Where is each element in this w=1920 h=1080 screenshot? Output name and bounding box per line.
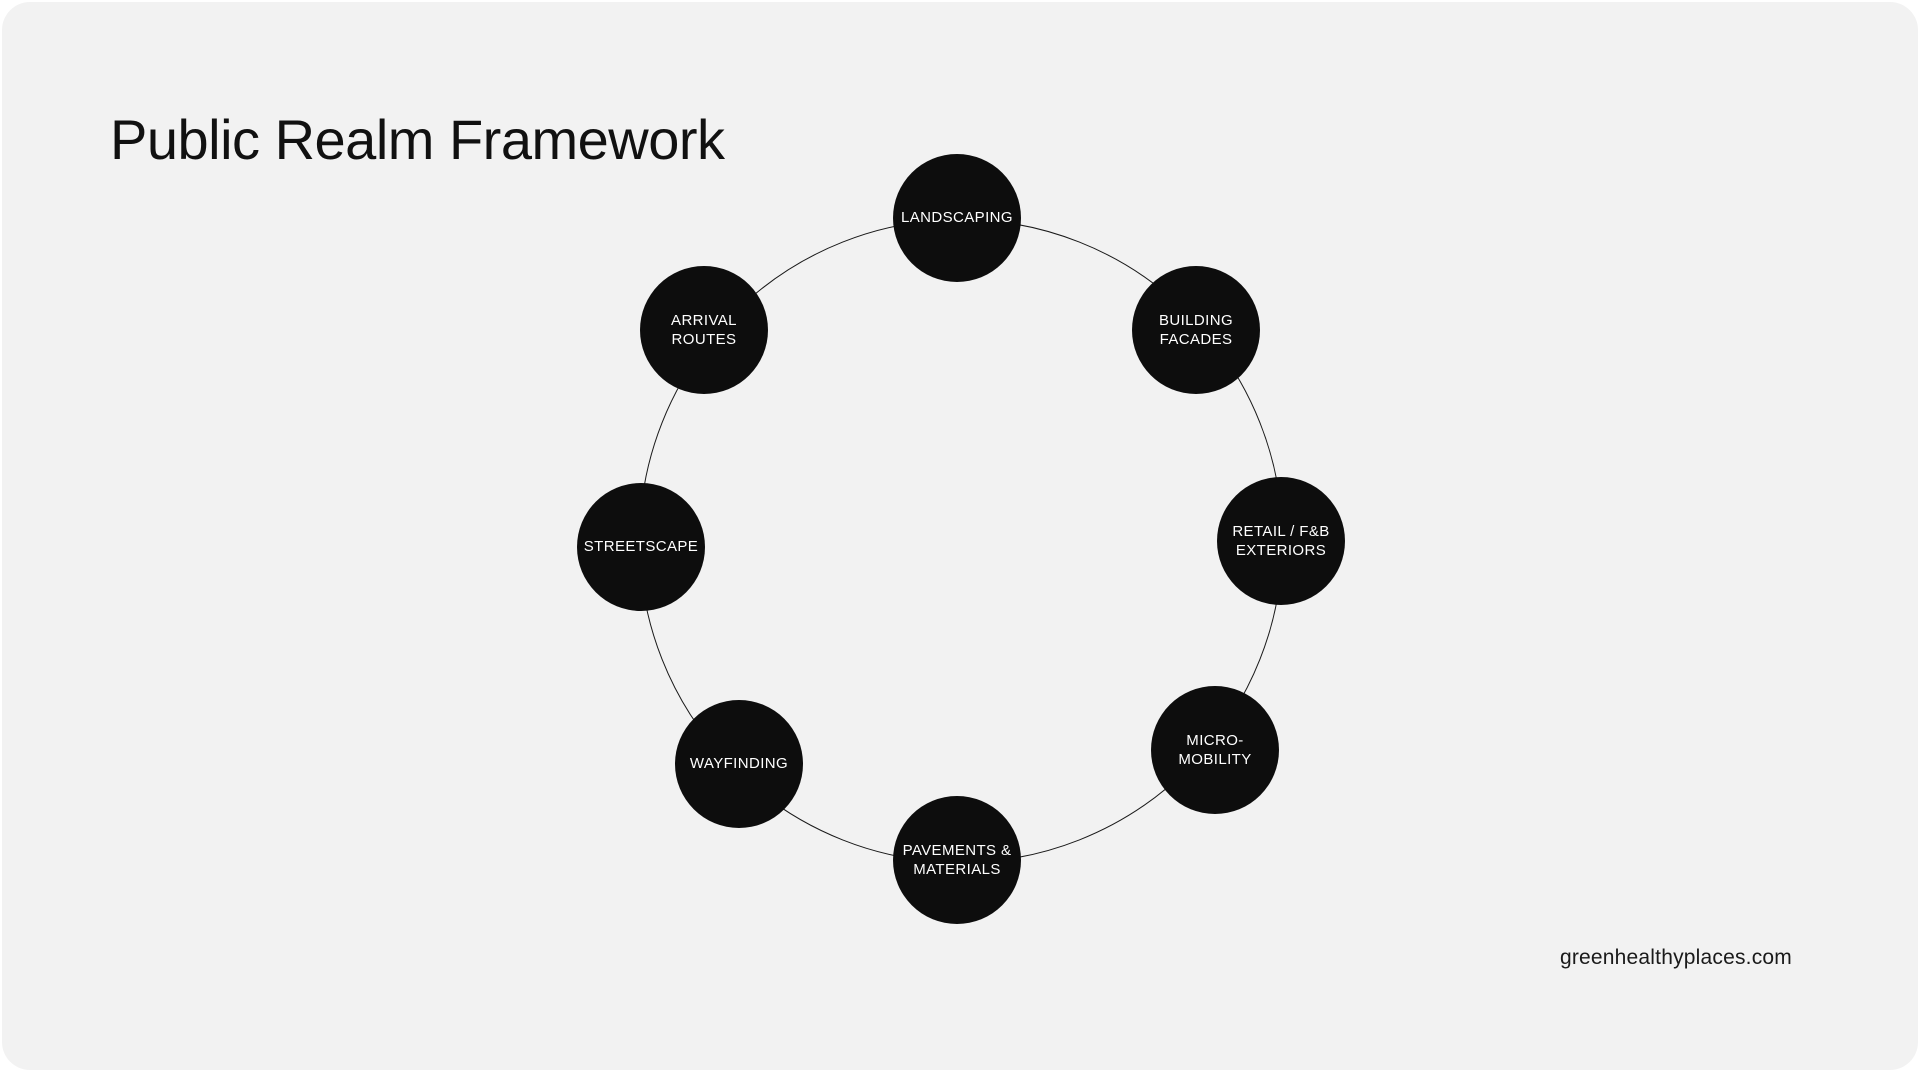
node-retail-fb-exteriors: RETAIL / F&B EXTERIORS [1217, 477, 1345, 605]
node-pavements-materials: PAVEMENTS & MATERIALS [893, 796, 1021, 924]
node-landscaping: LANDSCAPING [893, 154, 1021, 282]
footer-website: greenhealthyplaces.com [1559, 946, 1792, 969]
node-building-facades: BUILDING FACADES [1132, 266, 1260, 394]
node-micro-mobility: MICRO- MOBILITY [1151, 686, 1279, 814]
page-title: Public Realm Framework [110, 108, 725, 171]
node-wayfinding: WAYFINDING [675, 700, 803, 828]
node-streetscape: STREETSCAPE [577, 483, 705, 611]
node-arrival-routes: ARRIVAL ROUTES [640, 266, 768, 394]
